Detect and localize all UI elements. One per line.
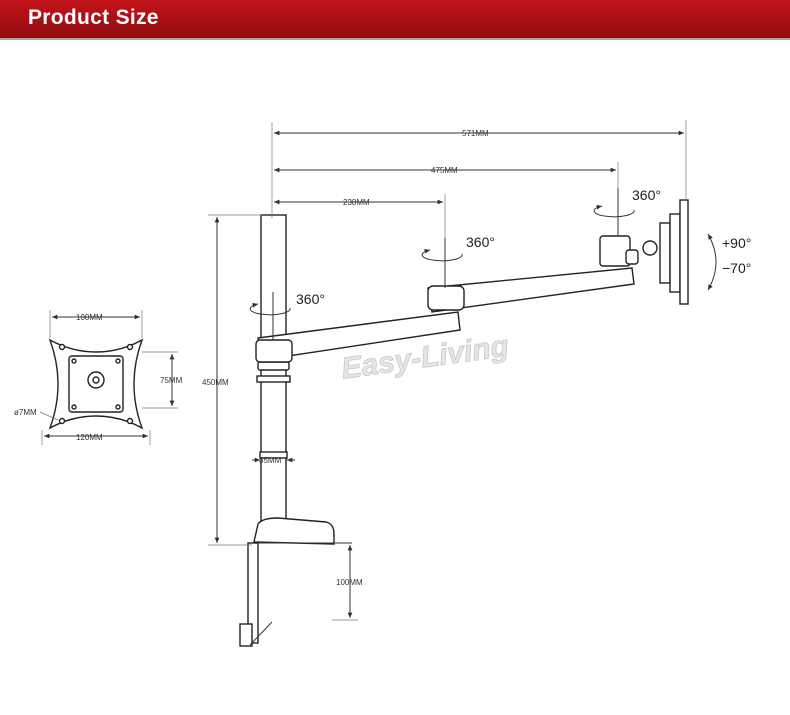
vesa-side-dimension: 75MM: [160, 376, 183, 385]
mount-hole: [58, 417, 66, 425]
mount-hole: [115, 404, 121, 410]
tilt-indicator: +90° −70°: [707, 233, 751, 291]
head-rotation: 360°: [593, 187, 661, 236]
elbow-rotation: 360°: [421, 234, 495, 288]
pole: [256, 214, 291, 526]
base-rotation: 360°: [249, 291, 325, 340]
articulating-arm: [255, 199, 689, 363]
vesa-dimensions: 100MM 120MM 75MM ø7MM: [14, 310, 183, 445]
clamp-range-dimension: 100MM: [336, 578, 363, 587]
elbow-rotation-label: 360°: [466, 234, 495, 250]
pole-height-dimension: 450MM: [202, 378, 229, 387]
page-title: Product Size: [28, 6, 159, 29]
tilt-up-label: +90°: [722, 235, 751, 251]
tilt-down-label: −70°: [722, 260, 751, 276]
head-rotation-label: 360°: [632, 187, 661, 203]
hole-diameter-dimension: ø7MM: [14, 408, 37, 417]
header-banner: Product Size: [0, 0, 790, 40]
tilt-icon: [707, 233, 717, 291]
mount-hole: [71, 404, 77, 410]
base-rotation-label: 360°: [296, 291, 325, 307]
banner-graphic: [0, 0, 790, 40]
mount-hole: [58, 343, 66, 351]
rotate-icon: [593, 204, 635, 218]
rotate-icon: [249, 302, 291, 316]
desk-clamp: [239, 517, 352, 647]
height-dimensions: 450MM 100MM 35MM: [202, 214, 363, 621]
vesa-top-dimension: 100MM: [76, 313, 103, 322]
rotate-icon: [421, 248, 463, 262]
vesa-bottom-dimension: 120MM: [76, 433, 103, 442]
total-reach-dimension: 571MM: [462, 129, 489, 138]
second-arm-dimension: 475MM: [431, 166, 458, 175]
mount-hole: [71, 358, 77, 364]
first-arm-dimension: 238MM: [343, 198, 370, 207]
pole-diameter-dimension: 35MM: [259, 456, 282, 465]
product-drawing: Easy-Living 100MM 120MM 75MM ø7MM: [14, 120, 751, 647]
mount-hole: [126, 343, 134, 351]
vesa-plate: [48, 338, 144, 430]
mount-hole: [115, 358, 121, 364]
mount-hole: [126, 417, 134, 425]
reach-dimensions: 571MM 475MM 238MM: [271, 120, 687, 288]
